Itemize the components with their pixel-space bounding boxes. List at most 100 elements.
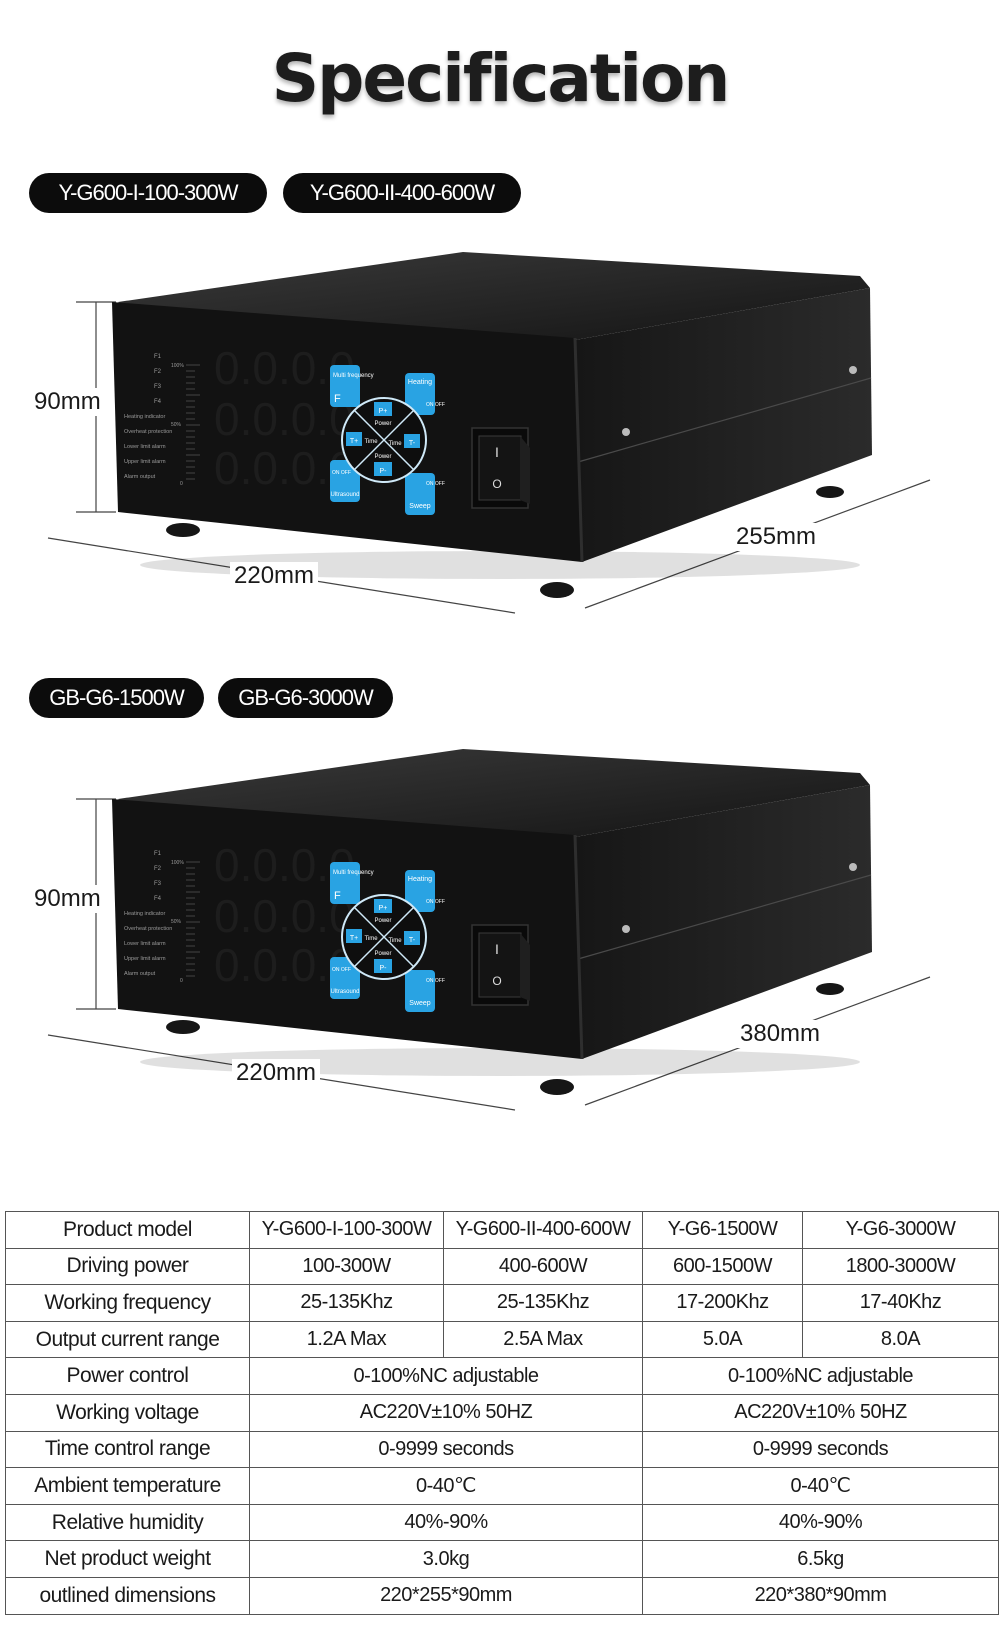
power-switch-rocker [478, 932, 522, 998]
heating-key [405, 373, 435, 415]
screw [849, 863, 857, 871]
table-cell: 600-1500W [642, 1247, 803, 1286]
table-cell: 220*380*90mm [642, 1576, 999, 1615]
indicator-label: F3 [154, 881, 162, 887]
indicator-label: F1 [154, 851, 162, 857]
table-cell: 0-100%NC adjustable [642, 1357, 999, 1395]
key-label: Time [388, 938, 402, 944]
key-label: Heating [408, 379, 432, 386]
indicator-label: F4 [154, 399, 162, 405]
key-label: Time [364, 936, 378, 942]
key-label: T+ [350, 935, 358, 942]
row-label: Time control range [5, 1430, 250, 1469]
row-label: Driving power [5, 1247, 250, 1286]
key-label: ON OFF [426, 899, 445, 905]
indicator-label: Upper limit alarm [124, 459, 166, 465]
p-minus-key [374, 959, 392, 973]
table-cell: 0-40℃ [249, 1467, 643, 1505]
indicator-label: Heating indicator [124, 911, 165, 917]
scale-label: 100% [171, 363, 184, 369]
foot [816, 486, 844, 498]
model-tag-y-g600-i: Y-G600-I-100-300W [29, 173, 267, 213]
key-label: P+ [379, 905, 388, 912]
indicator-label: Lower limit alarm [124, 941, 166, 947]
table-cell: Y-G6-1500W [642, 1211, 803, 1249]
multi-frequency-key [330, 365, 360, 407]
shadow [140, 551, 860, 579]
heating-key [405, 870, 435, 912]
page-title: Specification [271, 40, 731, 117]
indicator-label: Alarm output [124, 474, 156, 480]
foot [166, 1020, 200, 1034]
key-label: F [334, 393, 341, 405]
front-edge [573, 337, 584, 563]
power-switch-off-label: O [492, 477, 501, 491]
front-edge [573, 834, 584, 1060]
row-label: Power control [5, 1357, 250, 1395]
p-minus-key [374, 462, 392, 476]
row-label: Product model [5, 1211, 250, 1249]
key-label: Power [374, 421, 391, 427]
row-label: Working voltage [5, 1393, 250, 1432]
table-cell: AC220V±10% 50HZ [249, 1393, 643, 1432]
t-plus-key [346, 929, 362, 943]
power-switch-on-label: I [495, 941, 499, 957]
key-label: Power [374, 918, 391, 924]
screw [622, 925, 630, 933]
t-plus-key [346, 432, 362, 446]
key-label: Multi frequency [333, 373, 374, 379]
table-cell: 0-9999 seconds [642, 1430, 999, 1469]
key-label: P- [380, 468, 388, 475]
device-side [575, 288, 872, 562]
key-label: P- [380, 965, 388, 972]
t-minus-key [404, 434, 420, 448]
multi-frequency-key [330, 862, 360, 904]
key-label: Heating [408, 876, 432, 883]
power-switch-off-label: O [492, 974, 501, 988]
key-label: ON OFF [426, 402, 445, 408]
indicator-label: Upper limit alarm [124, 956, 166, 962]
dimension-depth-1: 255mm [732, 523, 821, 551]
dimension-height-2: 90mm [30, 885, 105, 913]
key-label: ON OFF [332, 470, 351, 476]
table-cell: Y-G600-I-100-300W [249, 1211, 444, 1249]
table-cell: 17-200Khz [642, 1284, 803, 1322]
key-label: T+ [350, 438, 358, 445]
table-cell: 5.0A [642, 1320, 803, 1359]
dimension-width-2: 220mm [232, 1059, 321, 1087]
table-cell: 6.5kg [642, 1540, 999, 1578]
table-cell: 40%-90% [642, 1503, 999, 1542]
model-tag-gb-g6-3000w: GB-G6-3000W [218, 678, 393, 718]
table-cell: AC220V±10% 50HZ [642, 1393, 999, 1432]
side-seam [577, 874, 872, 960]
ultrasound-key [330, 957, 360, 999]
table-cell: 40%-90% [249, 1503, 643, 1542]
nav-divider [353, 906, 415, 968]
scale-label: 50% [171, 422, 182, 428]
key-label: T- [409, 440, 416, 447]
key-label: Power [374, 951, 391, 957]
table-cell: 17-40Khz [802, 1284, 999, 1322]
device-side [575, 785, 872, 1059]
scale-label: 100% [171, 860, 184, 866]
key-label: Ultrasound [330, 492, 359, 498]
key-label: Power [374, 454, 391, 460]
key-label: Time [388, 441, 402, 447]
table-cell: 400-600W [443, 1247, 643, 1286]
key-label: Sweep [409, 503, 431, 510]
row-label: Relative humidity [5, 1503, 250, 1542]
key-label: P+ [379, 408, 388, 415]
table-cell: 25-135Khz [443, 1284, 643, 1322]
indicator-label: Alarm output [124, 971, 156, 977]
